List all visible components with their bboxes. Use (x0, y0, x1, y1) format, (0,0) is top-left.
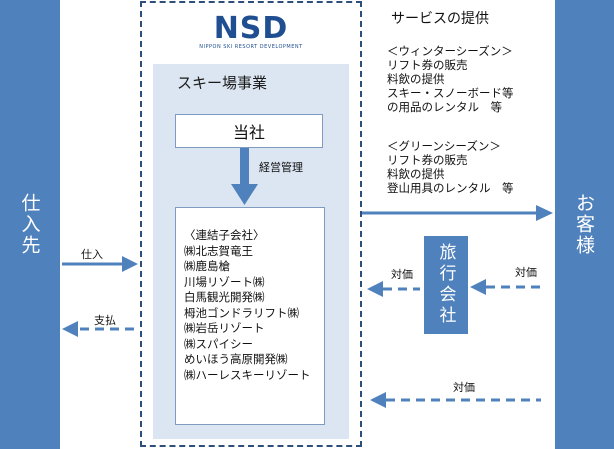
supplier-label: 仕入先 (18, 193, 41, 256)
company-logo: NSD NIPPON SKI RESORT DEVELOPMENT (176, 14, 326, 58)
winter-item: 料飲の提供 (387, 72, 445, 86)
winter-item: の用品のレンタル 等 (387, 100, 502, 114)
subsidiary-item: ㈱北志賀竜王 (184, 243, 253, 258)
consideration-arrow-1 (367, 281, 420, 297)
subsidiary-item: 白馬観光開発㈱ (184, 290, 265, 304)
consideration-label-1: 対価 (391, 268, 413, 281)
subsidiaries-header: 〈連結子会社〉 (184, 228, 265, 242)
green-title: ＜グリーンシーズン＞ (387, 139, 501, 153)
subsidiary-item: ㈱鹿島槍 (184, 259, 230, 273)
winter-item: スキー・スノーボード等 (387, 86, 514, 100)
logo-subtitle: NIPPON SKI RESORT DEVELOPMENT (199, 44, 303, 50)
consideration-label-2: 対価 (515, 266, 537, 279)
consideration-label-3: 対価 (453, 381, 475, 394)
consideration-arrow-2 (470, 279, 541, 295)
subsidiaries-box: 〈連結子会社〉 ㈱北志賀竜王 ㈱鹿島槍 川場リゾート㈱ 白馬観光開発㈱ 栂池ゴン… (175, 207, 325, 425)
winter-item: リフト券の販売 (387, 58, 468, 72)
supplier-box: 仕入先 (0, 0, 60, 449)
parent-company-box: 当社 (175, 114, 323, 148)
customer-label: お客様 (573, 193, 595, 256)
winter-services: ＜ウィンターシーズン＞ リフト券の販売 料飲の提供 スキー・スノーボード等 の用… (387, 44, 552, 114)
green-item: リフト券の販売 (387, 153, 468, 167)
winter-title: ＜ウィンターシーズン＞ (387, 44, 513, 58)
subsidiary-item: 栂池ゴンドラリフト㈱ (184, 305, 299, 320)
management-label: 経営管理 (259, 161, 303, 174)
consideration-arrow-3 (370, 392, 541, 408)
purchase-arrow (62, 256, 138, 272)
travel-agency-box: 旅行会社 (424, 236, 468, 334)
green-item: 料飲の提供 (387, 167, 445, 181)
customer-box: お客様 (555, 0, 614, 449)
services-title: サービスの提供 (391, 11, 489, 27)
logo-text: NSD (213, 11, 289, 46)
subsidiary-item: 川場リゾート㈱ (184, 274, 265, 289)
management-arrow (231, 148, 258, 205)
parent-label: 当社 (232, 123, 265, 142)
service-arrow (362, 205, 553, 221)
subsidiary-item: ㈱岩岳リゾート (184, 321, 265, 335)
green-services: ＜グリーンシーズン＞ リフト券の販売 料飲の提供 登山用具のレンタル 等 (387, 139, 552, 195)
business-title: スキー場事業 (177, 74, 268, 92)
subsidiary-item: めいほう高原開発㈱ (184, 352, 288, 366)
subsidiary-item: ㈱スパイシー (184, 336, 253, 351)
travel-agency-label: 旅行会社 (435, 243, 456, 327)
payment-label: 支払 (94, 314, 116, 327)
subsidiary-item: ㈱ハーレスキーリゾート (184, 367, 311, 382)
purchase-label: 仕入 (81, 248, 103, 261)
green-item: 登山用具のレンタル 等 (387, 181, 514, 195)
payment-arrow (62, 321, 138, 337)
